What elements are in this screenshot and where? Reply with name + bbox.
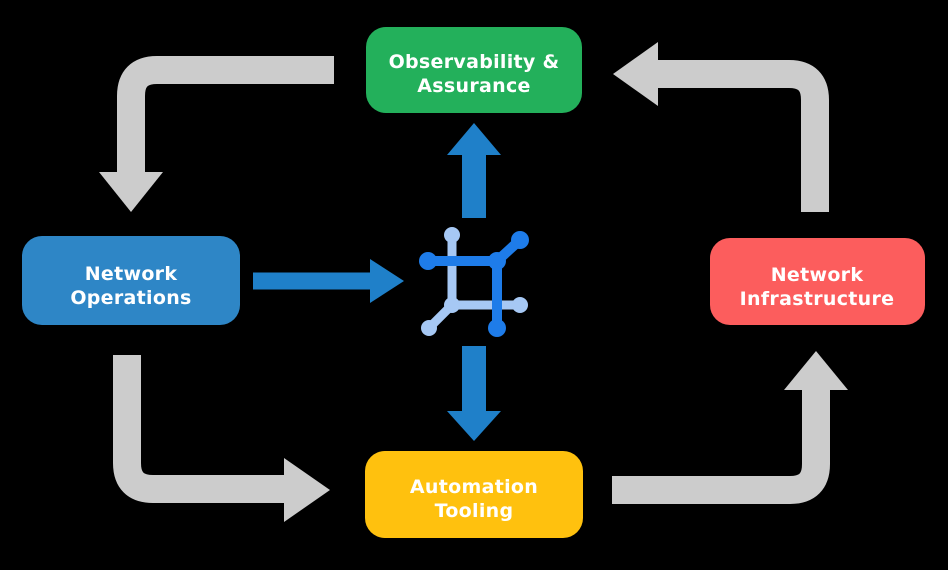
network-platform-icon-light (421, 227, 528, 336)
icon-node-left-dark (419, 252, 437, 270)
arrow-platform-to-observability-head (447, 123, 501, 155)
arrow-operations-to-automation-head (284, 458, 330, 522)
arrow-operations-to-platform-head (370, 259, 404, 303)
node-automation-tooling-label-line1: Automation (410, 476, 538, 498)
node-automation-tooling: Automation Tooling (365, 451, 583, 538)
icon-junction-topright-dark (488, 252, 506, 270)
network-platform-icon (419, 227, 529, 337)
icon-node-top-light (444, 227, 460, 243)
node-observability-box (366, 27, 582, 113)
arrow-observability-to-operations-shaft (117, 56, 334, 172)
icon-node-topright-dark (511, 231, 529, 249)
node-network-infrastructure: Network Infrastructure (710, 238, 925, 325)
flow-arrows (253, 123, 501, 441)
icon-node-right-light (512, 297, 528, 313)
node-automation-tooling-label-line2: Tooling (435, 500, 514, 522)
icon-node-bottom-dark (488, 319, 506, 337)
node-network-infrastructure-box (710, 238, 925, 325)
node-network-infrastructure-label-line2: Infrastructure (740, 288, 895, 310)
node-network-operations-box (22, 236, 240, 325)
arrow-observability-to-operations-head (99, 172, 163, 212)
arrow-automation-to-infrastructure-shaft (612, 390, 830, 504)
node-automation-tooling-box (365, 451, 583, 538)
icon-node-bottomleft-light (421, 320, 437, 336)
node-observability: Observability & Assurance (366, 27, 582, 113)
node-observability-label-line1: Observability & (389, 51, 560, 73)
arrow-operations-to-automation-shaft (113, 355, 284, 503)
arrow-platform-to-automation-head (447, 411, 501, 441)
cycle-arrows (99, 42, 848, 522)
node-network-infrastructure-label-line1: Network (771, 264, 864, 286)
arrow-automation-to-infrastructure-head (784, 351, 848, 390)
network-platform-icon-dark (419, 231, 529, 337)
node-network-operations-label-line2: Operations (70, 287, 191, 309)
arrow-infrastructure-to-observability-head (613, 42, 658, 106)
arrow-infrastructure-to-observability-shaft (658, 60, 829, 212)
node-network-operations: Network Operations (22, 236, 240, 325)
node-network-operations-label-line1: Network (85, 263, 178, 285)
icon-junction-bottomleft-light (444, 297, 460, 313)
node-observability-label-line2: Assurance (417, 75, 530, 97)
